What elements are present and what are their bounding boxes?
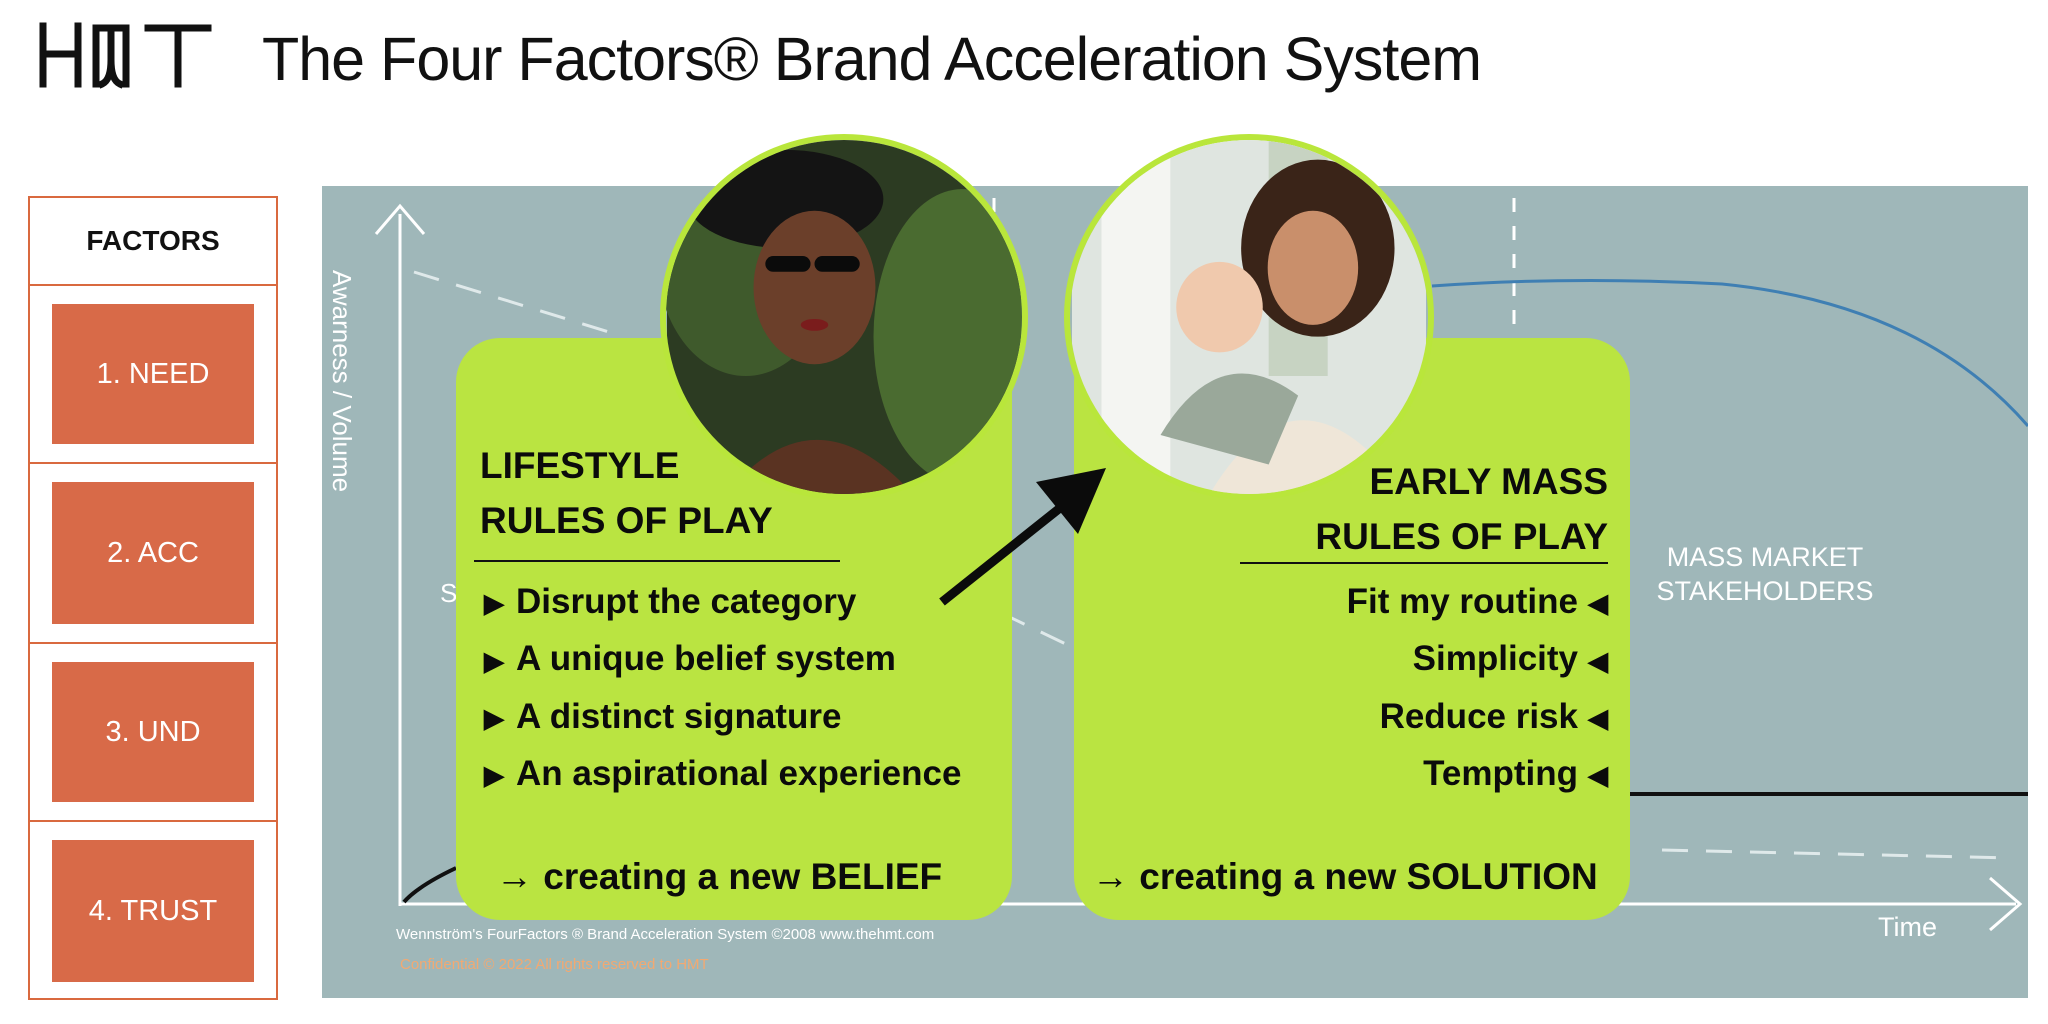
- credit-line: Wennström's FourFactors ® Brand Accelera…: [396, 926, 935, 943]
- lifestyle-card: LIFESTYLE RULES OF PLAY ▶Disrupt the cat…: [456, 338, 1012, 920]
- early-mass-bullet: Reduce risk◀: [1347, 689, 1608, 746]
- play-right-icon: ▶: [484, 588, 504, 619]
- factors-column: FACTORS 1. NEED 2. ACC 3. UND 4. TRUST: [28, 196, 278, 1000]
- factor-cell-und: 3. UND: [30, 644, 276, 822]
- early-mass-tagline: → creating a new SOLUTION: [1092, 856, 1598, 897]
- factor-cell-trust: 4. TRUST: [30, 822, 276, 1000]
- play-left-icon: ◀: [1588, 760, 1608, 790]
- lifestyle-bullet: ▶Disrupt the category: [484, 574, 961, 631]
- factor-cell-acc: 2. ACC: [30, 464, 276, 644]
- factor-trust[interactable]: 4. TRUST: [52, 840, 254, 982]
- early-mass-photo: [1064, 134, 1434, 500]
- mass-label-line1: MASS MARKET: [1666, 542, 1864, 572]
- play-right-icon: ▶: [484, 645, 504, 676]
- y-axis-label: Awarness / Volume: [327, 270, 357, 493]
- phase-dividers: [992, 198, 1516, 332]
- play-left-icon: ◀: [1588, 588, 1608, 619]
- lifestyle-photo: [660, 134, 1028, 500]
- mass-market-label: MASS MARKET STAKEHOLDERS: [1620, 540, 1910, 608]
- confidential-notice: Confidential © 2022 All rights reserved …: [400, 956, 709, 973]
- volume-curve: [402, 866, 457, 904]
- lifestyle-tagline: → creating a new BELIEF: [496, 856, 943, 897]
- lifestyle-heading-line1: LIFESTYLE: [480, 445, 680, 486]
- factor-und[interactable]: 3. UND: [52, 662, 254, 802]
- factor-acc[interactable]: 2. ACC: [52, 482, 254, 624]
- page-title: The Four Factors® Brand Acceleration Sys…: [262, 25, 1482, 93]
- play-right-icon: ▶: [484, 702, 504, 733]
- dashed-tail-curve: [1661, 848, 2013, 860]
- mother-and-baby-image: [1072, 140, 1426, 494]
- lifestyle-bullet: ▶An aspirational experience: [484, 746, 961, 803]
- early-mass-bullet: Fit my routine◀: [1347, 574, 1608, 631]
- factors-header: FACTORS: [30, 198, 276, 286]
- arrow-right-icon: →: [496, 856, 533, 897]
- lifestyle-heading: LIFESTYLE RULES OF PLAY: [480, 438, 773, 548]
- lifestyle-divider: [474, 560, 840, 562]
- lifestyle-bullets: ▶Disrupt the category ▶A unique belief s…: [484, 574, 961, 803]
- partial-phase-label: S: [440, 578, 458, 608]
- early-mass-heading: EARLY MASS RULES OF PLAY: [1315, 454, 1608, 564]
- hmt-logo: [39, 22, 212, 89]
- y-axis-arrowhead: [374, 203, 426, 235]
- lifestyle-bullet: ▶A unique belief system: [484, 631, 961, 688]
- play-left-icon: ◀: [1588, 645, 1608, 676]
- early-mass-bullet: Simplicity◀: [1347, 631, 1608, 688]
- lifestyle-heading-line2: RULES OF PLAY: [480, 500, 773, 541]
- woman-with-hat-image: [666, 140, 1022, 494]
- arrow-right-icon: →: [1092, 856, 1129, 897]
- mass-label-line2: STAKEHOLDERS: [1656, 576, 1874, 606]
- x-axis-label: Time: [1878, 912, 1937, 942]
- early-mass-heading-line1: EARLY MASS: [1369, 461, 1608, 502]
- factor-need[interactable]: 1. NEED: [52, 304, 254, 444]
- lifestyle-bullet: ▶A distinct signature: [484, 689, 961, 746]
- factor-cell-need: 1. NEED: [30, 286, 276, 464]
- early-mass-heading-line2: RULES OF PLAY: [1315, 516, 1608, 557]
- early-mass-bullet: Tempting◀: [1347, 746, 1608, 803]
- x-axis-arrowhead: [1989, 876, 2023, 932]
- early-mass-bullets: Fit my routine◀ Simplicity◀ Reduce risk◀…: [1347, 574, 1608, 803]
- play-right-icon: ▶: [484, 760, 504, 790]
- early-mass-divider: [1240, 562, 1608, 564]
- play-left-icon: ◀: [1588, 702, 1608, 733]
- awareness-curve: [1431, 278, 2028, 427]
